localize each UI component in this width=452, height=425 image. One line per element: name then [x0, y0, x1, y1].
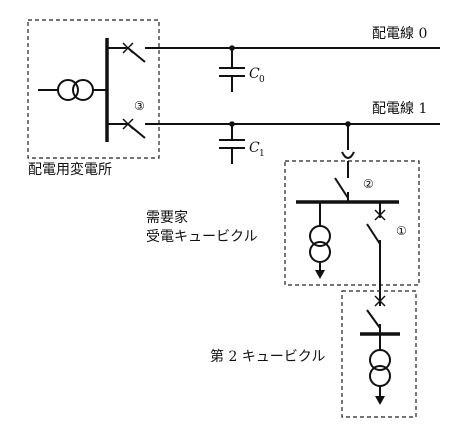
- substation-label: 配電用変電所: [28, 161, 112, 178]
- second-cubicle-label: 第 2 キュービクル: [210, 348, 325, 365]
- capacitor-c0-icon: [219, 45, 245, 92]
- customer-cubicle-boundary: [284, 160, 420, 286]
- substation-transformer-icon: [38, 79, 107, 101]
- second-cubicle-boundary: [341, 290, 417, 418]
- capacitor-c1-icon: [219, 121, 245, 164]
- switch-2-icon: [334, 161, 349, 202]
- second-cubicle-transformer-icon: [369, 334, 391, 405]
- second-cubicle-breaker-icon: [366, 295, 386, 334]
- customer-label-line1: 需要家: [146, 209, 188, 226]
- customer-label-line2: 受電キュービクル: [146, 229, 258, 245]
- capacitor-c0-letter: C: [249, 66, 260, 82]
- substation-boundary: [27, 19, 160, 159]
- feeder0-label: 配電線 0: [372, 26, 427, 42]
- marker-3: ③: [134, 99, 145, 113]
- marker-1: ①: [396, 224, 407, 238]
- customer-transformer-icon: [309, 202, 331, 279]
- breaker-1-icon: [366, 202, 386, 300]
- customer-connector-icon: [341, 151, 355, 159]
- marker-2: ②: [363, 177, 374, 191]
- capacitor-c1-sub: 1: [259, 149, 265, 159]
- feeder0-breaker: [107, 42, 146, 63]
- feeder1-breaker: [107, 118, 146, 139]
- feeder1-label: 配電線 1: [372, 101, 427, 117]
- capacitor-c1-letter: C: [249, 140, 260, 156]
- capacitor-c0-sub: 0: [259, 75, 265, 85]
